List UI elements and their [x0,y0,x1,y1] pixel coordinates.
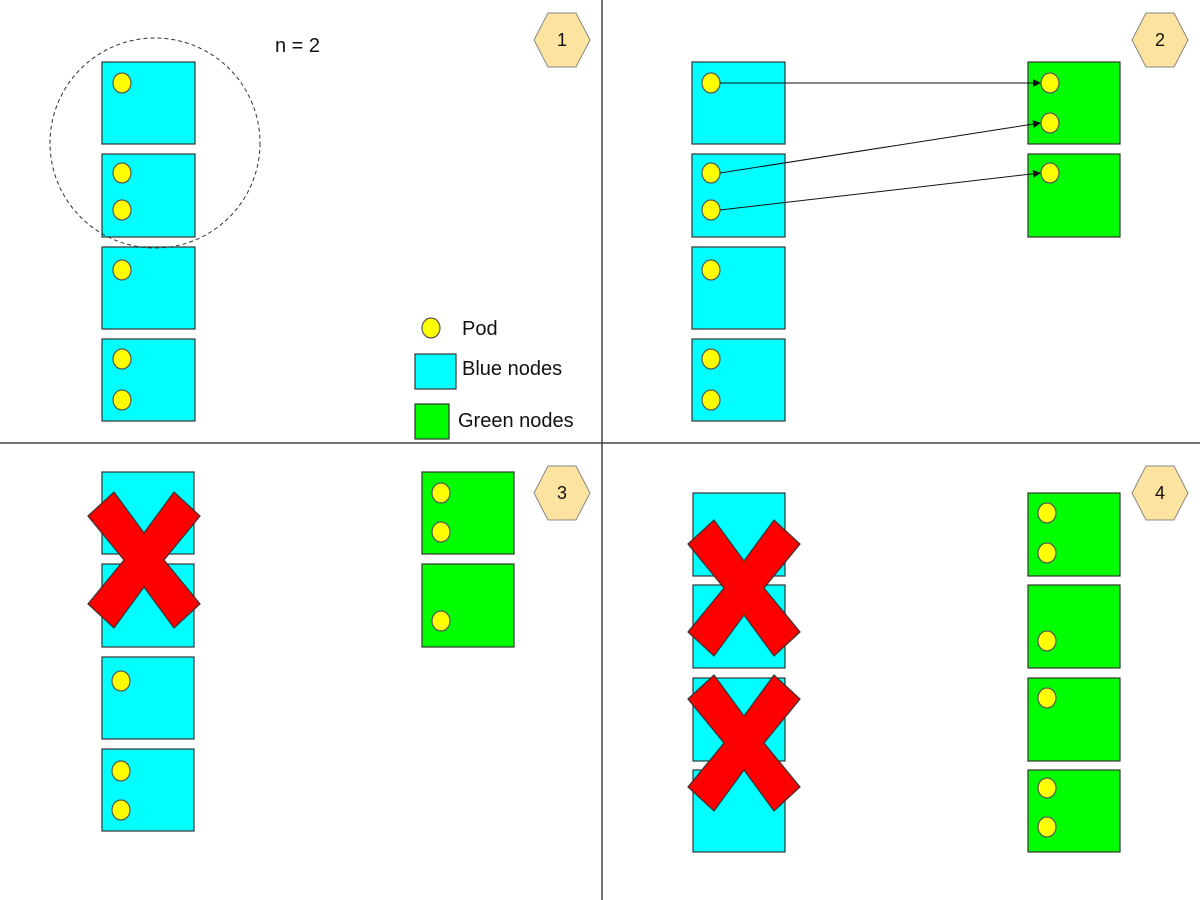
pod [1040,112,1060,134]
pod [431,610,451,632]
pod [112,199,132,221]
legend-blue-node-icon [414,353,457,390]
step-number: 2 [1155,30,1165,50]
pod [1037,777,1057,799]
green-node [421,563,515,648]
blue-node [101,656,195,740]
green-node [1027,61,1121,145]
pod [112,389,132,411]
batch-selection-circle [49,37,261,249]
panel-step-2: 2 [691,12,1189,422]
legend-green-node-icon [414,403,450,440]
pod [701,162,721,184]
legend-green-nodes-label: Green nodes [458,410,574,432]
step-badge-3: 3 [533,465,591,521]
step-number: 3 [557,483,567,503]
blue-node [101,246,196,330]
pod [112,162,132,184]
pod [701,72,721,94]
pod [431,521,451,543]
pod [111,670,131,692]
step-badge-4: 4 [1131,465,1189,521]
migration-arrow [719,120,1041,174]
legend-pod-icon [421,317,441,339]
pod [431,482,451,504]
step-badge-2: 2 [1131,12,1189,68]
pod [1037,542,1057,564]
migration-arrow [719,169,1041,211]
step-number: 1 [557,30,567,50]
pod [701,348,721,370]
pod [1037,816,1057,838]
pod [111,799,131,821]
pod [112,259,132,281]
blue-node [691,246,786,330]
legend-blue-nodes-label: Blue nodes [462,358,562,380]
pod [701,199,721,221]
pod [1037,630,1057,652]
step-number: 4 [1155,483,1165,503]
pod [112,348,132,370]
step-badge-1: 1 [533,12,591,68]
pod [112,72,132,94]
pod [1040,72,1060,94]
pod [701,389,721,411]
panel-step-4: 4 [687,465,1189,853]
blue-node [101,61,196,145]
batch-size-label: n = 2 [275,35,320,57]
legend-pod-label: Pod [462,318,498,340]
pod [701,259,721,281]
green-node [1027,153,1121,238]
pod [1040,162,1060,184]
legend: Pod Blue nodes Green nodes [414,317,574,440]
pod [111,760,131,782]
green-node [1027,584,1121,669]
panel-step-1: 1 n = 2 Pod Blue nodes Green nodes [49,12,591,440]
panel-step-3: 3 [87,465,591,832]
pod [1037,502,1057,524]
pod [1037,687,1057,709]
